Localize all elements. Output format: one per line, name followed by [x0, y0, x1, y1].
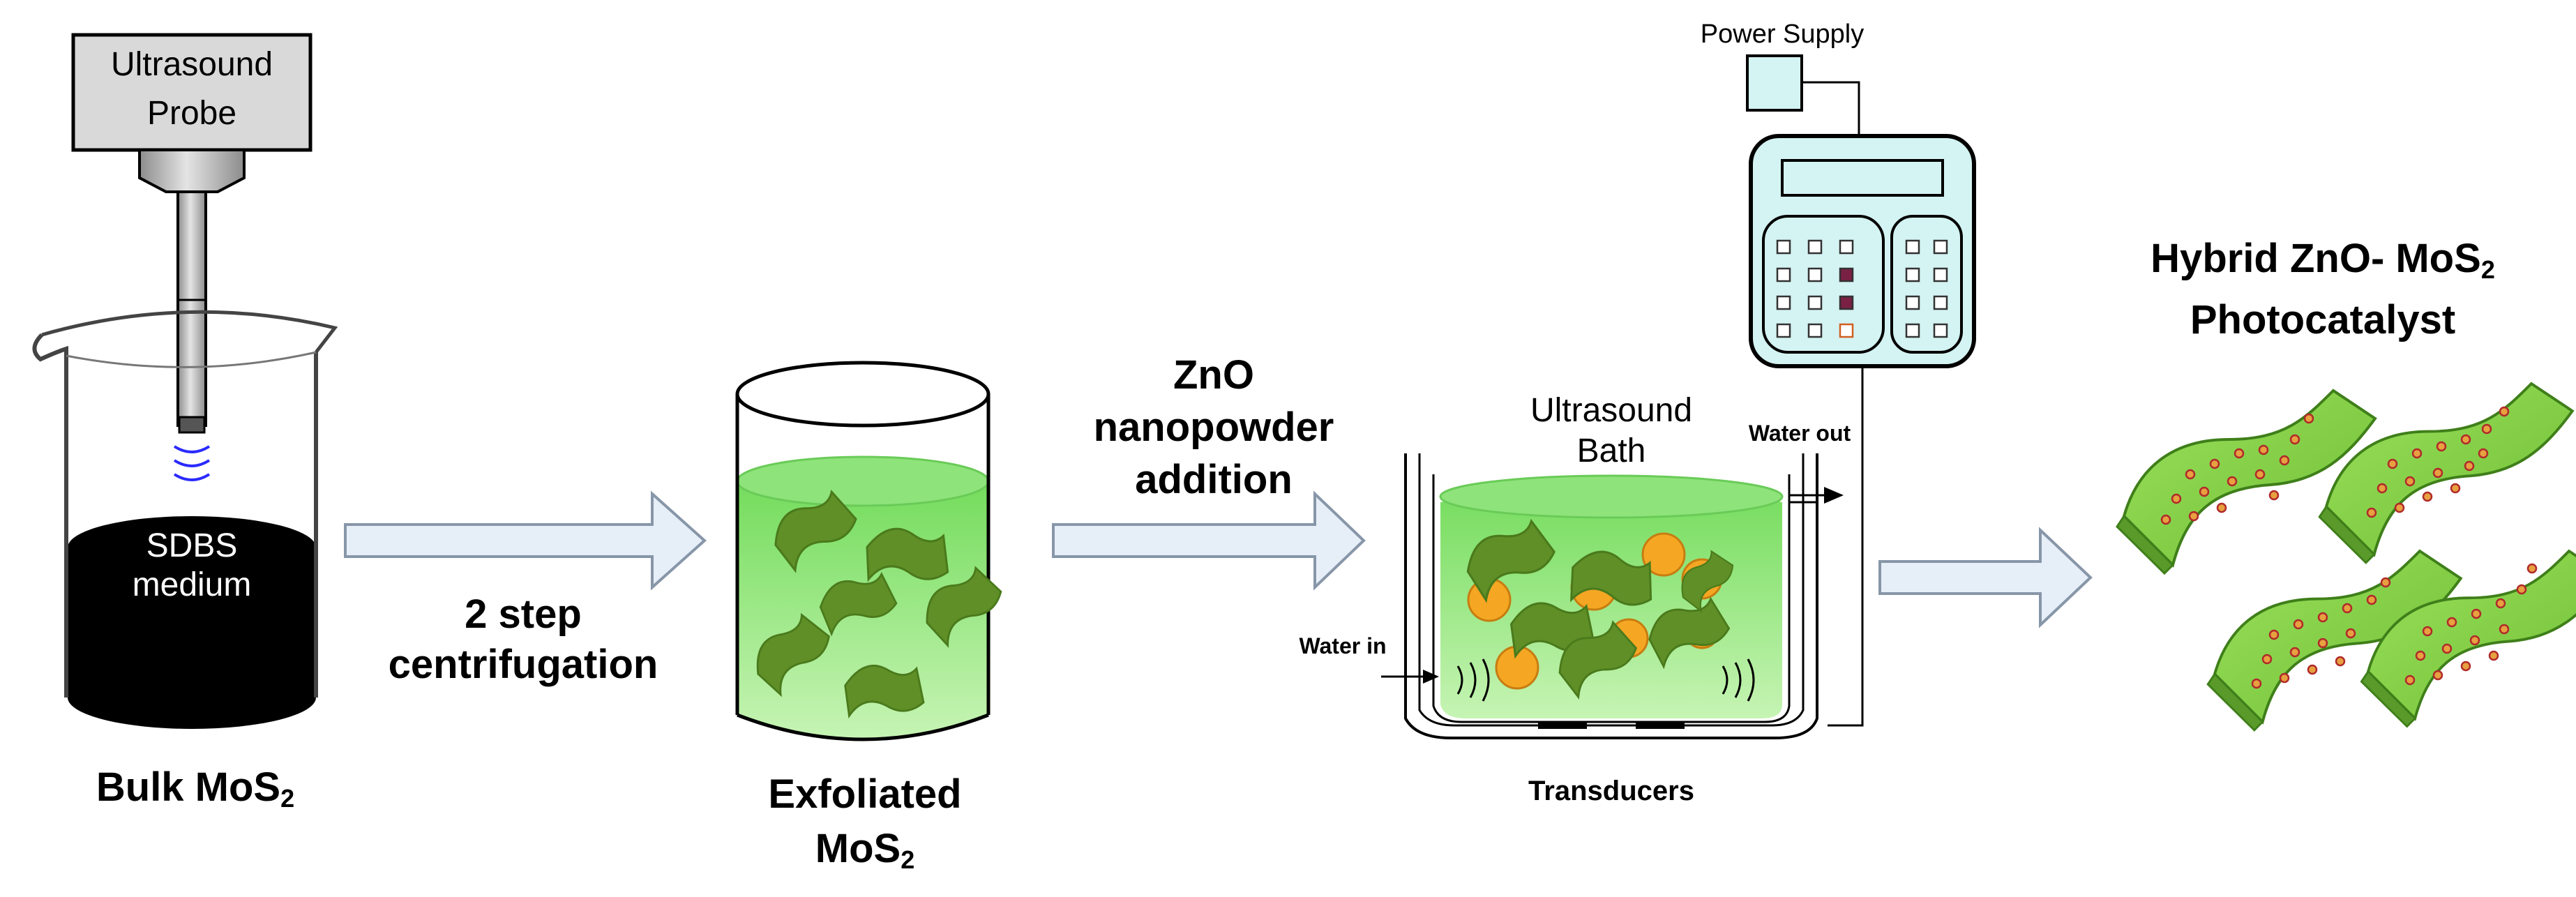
bulk-mos2-label: Bulk MoS2: [96, 764, 295, 813]
step1-label-line1: 2 step: [465, 591, 582, 637]
transducer: [1636, 723, 1685, 729]
bath-label-line1: Ultrasound: [1530, 392, 1693, 429]
ultrasound-probe: [71, 33, 312, 481]
probe-label: Ultrasound Probe: [110, 46, 273, 132]
transducer: [1538, 723, 1587, 729]
hybrid-label: Hybrid ZnO- MoS2 Photocatalyst: [2100, 234, 2546, 345]
ultrasound-bath: [1381, 453, 1844, 739]
medium-label-line1: SDBS: [146, 527, 238, 564]
exfoliated-label-line2: MoS2: [815, 826, 915, 874]
arrow-step1: [344, 490, 707, 591]
power-supply-label: Power Supply: [1700, 20, 1865, 49]
zno-dots: [2160, 406, 2538, 689]
power-supply-box: [1746, 54, 1803, 112]
step1-label: 2 step centrifugation: [377, 589, 670, 690]
ultrasound-wave-icon: [173, 445, 211, 453]
bath-label-line2: Bath: [1576, 432, 1646, 469]
arrow-step2: [1052, 490, 1366, 591]
hybrid-label-line2: Photocatalyst: [2190, 296, 2456, 342]
medium-label-line2: medium: [132, 566, 252, 603]
probe-head: [71, 33, 312, 152]
exfoliated-container: [735, 361, 1012, 741]
ultrasound-controller: [1749, 134, 1976, 727]
step2-label-line3: addition: [1135, 457, 1293, 502]
exfoliated-label-line1: Exfoliated: [768, 771, 962, 817]
arrow-step3: [1878, 527, 2093, 628]
probe-collar: [138, 149, 246, 193]
water-out-label: Water out: [1748, 421, 1851, 446]
step2-label-line2: nanopowder: [1093, 405, 1334, 450]
water-out-arrow: [1824, 487, 1844, 504]
beaker: [32, 310, 338, 729]
power-supply: [1746, 54, 1860, 136]
step2-label-line1: ZnO: [1173, 352, 1254, 398]
water-in-label: Water in: [1299, 633, 1387, 658]
water-in-arrow: [1423, 670, 1439, 684]
transducers-label: Transducers: [1528, 776, 1694, 806]
hybrid-sheets: [2116, 382, 2576, 732]
controller-cable: [1828, 366, 1864, 727]
probe-tip: [178, 416, 206, 434]
step2-label: ZnO nanopowder addition: [1060, 349, 1367, 506]
bath-wave-icon: [1456, 658, 1755, 702]
probe-rod: [176, 190, 207, 427]
step1-label-line2: centrifugation: [388, 642, 658, 687]
hybrid-label-line1: Hybrid ZnO- MoS2: [2151, 236, 2495, 284]
medium-label: SDBS medium: [98, 527, 286, 605]
controller-display: [1781, 159, 1944, 197]
exfoliated-label: Exfoliated MoS2: [725, 767, 1004, 887]
bath-label: Ultrasound Bath: [1493, 391, 1730, 472]
